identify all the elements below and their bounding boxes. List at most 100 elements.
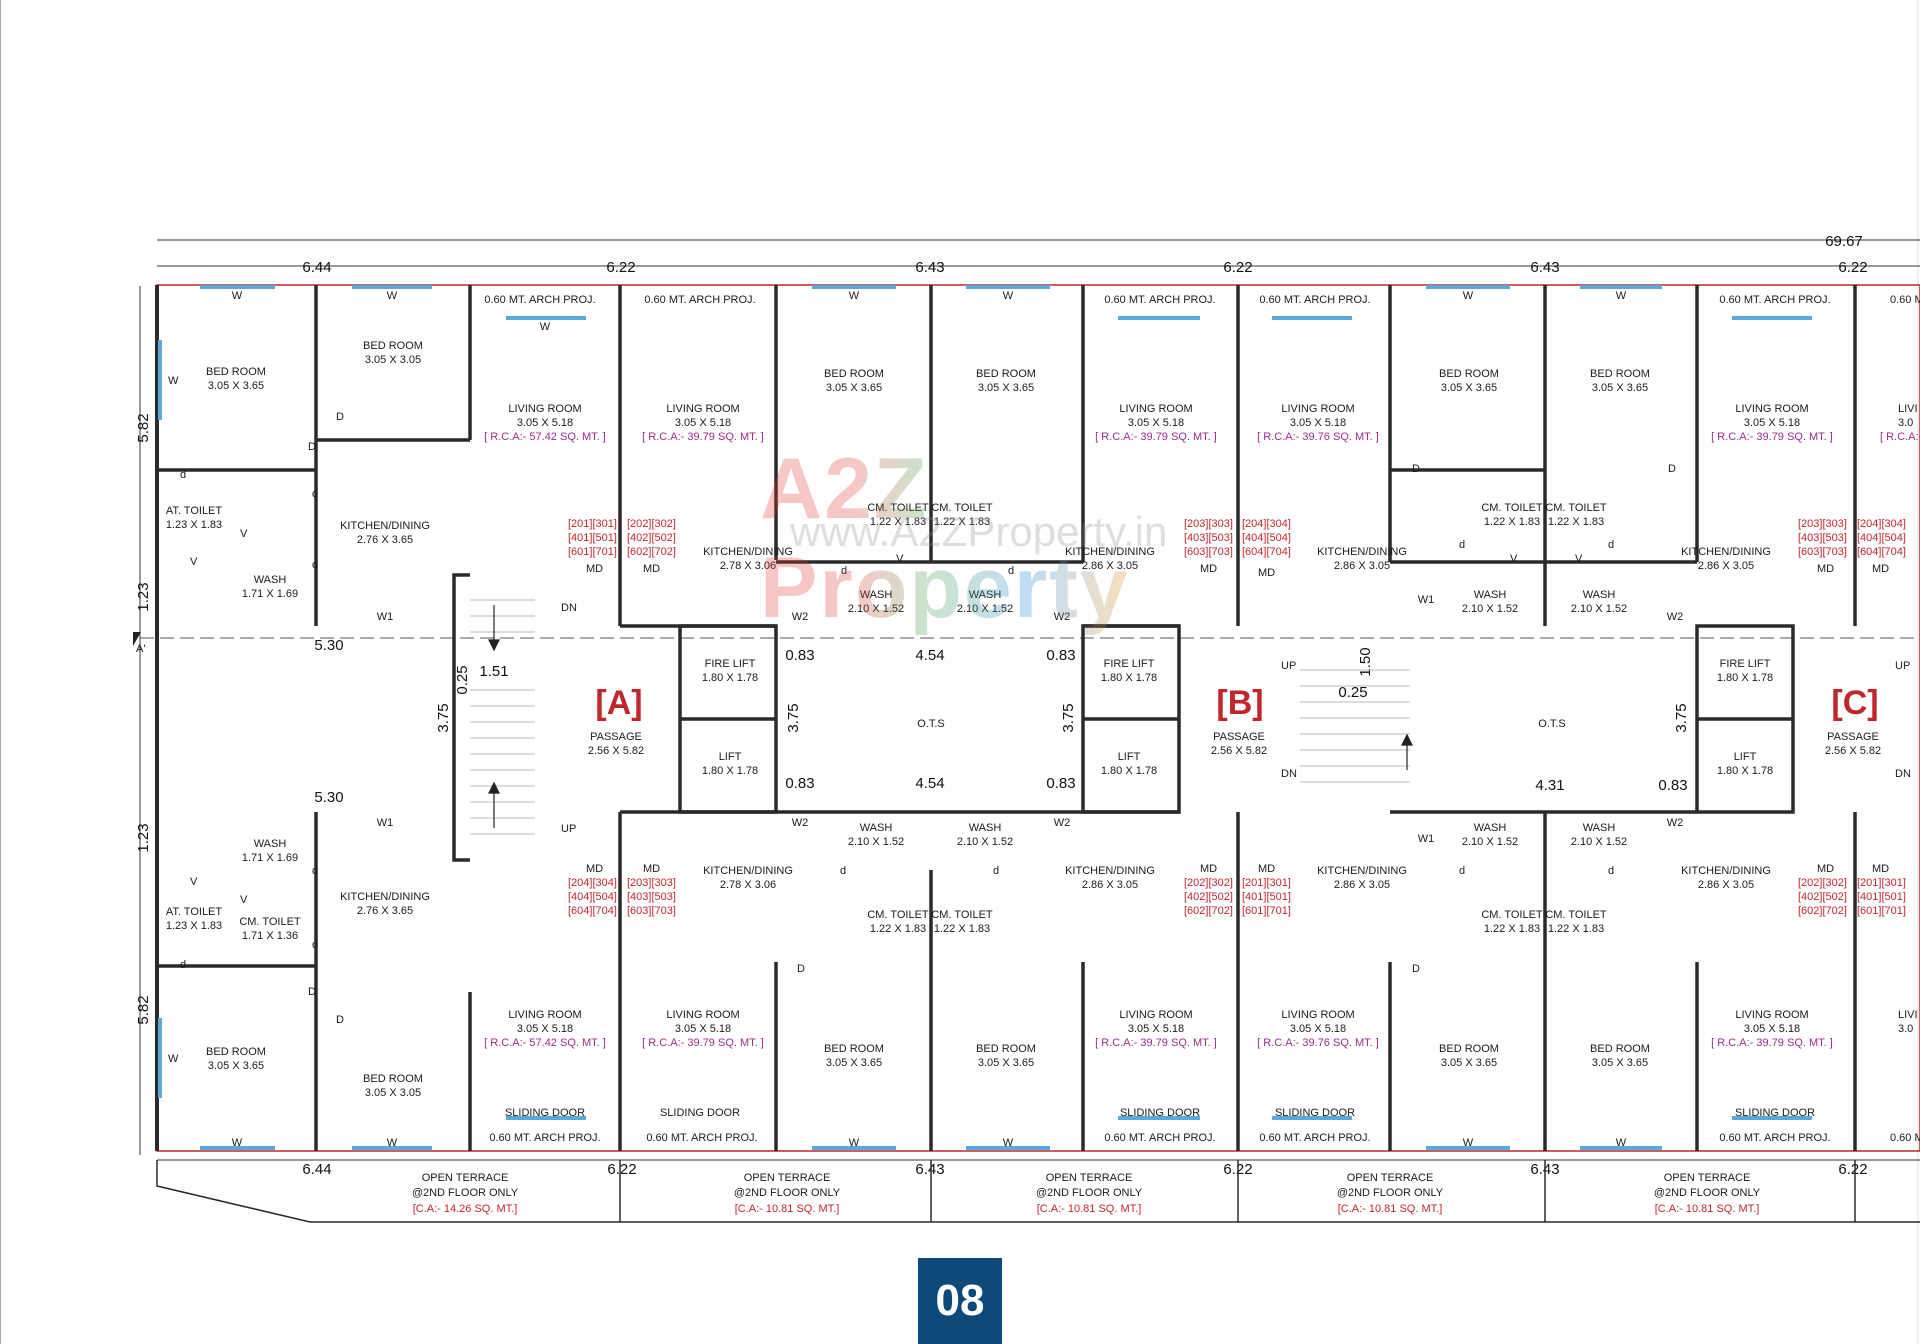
room-size: 1.22 X 1.83: [934, 516, 990, 528]
room-wash: WASH 2.10 X 1.52: [1571, 589, 1627, 615]
left-dim-top-offset: 1.23: [135, 582, 152, 611]
room-size: 2.10 X 1.52: [848, 836, 904, 848]
room-size: 3.05 X 3.65: [1441, 382, 1497, 394]
room-size: 1.80 X 1.78: [1101, 765, 1157, 777]
room-size: 1.22 X 1.83: [1548, 516, 1604, 528]
room-size: 3.05 X 3.65: [978, 382, 1034, 394]
top-dim-1: 6.44: [302, 259, 331, 276]
room-size: 2.76 X 3.65: [357, 905, 413, 917]
terrace-note: @2ND FLOOR ONLY: [412, 1187, 519, 1199]
room-living-room: LIVING ROOM 3.05 X 5.18 [ R.C.A:- 39.76 …: [1257, 403, 1379, 443]
unit-label-c: [C]: [1831, 684, 1878, 722]
ots-label: O.T.S: [1538, 718, 1566, 730]
flat-number: [604][704]: [568, 905, 617, 917]
flat-numbers-b2: [204][304] [404][504] [604][704]: [1242, 518, 1291, 558]
room-size: 2.10 X 1.52: [1462, 836, 1518, 848]
room-size: 3.05 X 3.65: [1592, 382, 1648, 394]
room-name: BED ROOM: [1590, 368, 1650, 380]
room-bed-room: BED ROOM 3.05 X 3.65: [1590, 1043, 1650, 1069]
room-cm-toilet: CM. TOILET 1.22 X 1.83: [1545, 502, 1607, 528]
room-name: WASH: [969, 822, 1002, 834]
room-name: FIRE LIFT: [705, 658, 756, 670]
room-size: 2.86 X 3.05: [1082, 560, 1138, 572]
room-size: 3.05 X 5.18: [1128, 417, 1184, 429]
flat-number: [602][702]: [1798, 905, 1847, 917]
room-name: WASH: [1474, 822, 1507, 834]
core-dim: 3.75: [1060, 703, 1077, 732]
door-tag-small: d: [312, 865, 318, 877]
terrace-area: [C.A:- 10.81 SQ. MT.]: [1338, 1203, 1443, 1215]
vent-tag: V: [896, 553, 904, 565]
stair-a: [470, 599, 535, 835]
room-name: PASSAGE: [1827, 731, 1879, 743]
room-size: 3.05 X 3.05: [365, 1087, 421, 1099]
flat-number: [402][502]: [1798, 891, 1847, 903]
window-tag: W: [1616, 1137, 1627, 1149]
room-size: 1.71 X 1.36: [242, 930, 298, 942]
room-name: KITCHEN/DINING: [340, 891, 430, 903]
room-name: LIVING ROOM: [508, 403, 581, 415]
main-door-tag: MD: [1200, 863, 1217, 875]
room-size: 1.71 X 1.69: [242, 852, 298, 864]
flat-number: [603][703]: [1798, 546, 1847, 558]
window-tag-w2: W2: [792, 817, 809, 829]
window-tag: W: [1003, 290, 1014, 302]
flat-number: [601][701]: [1857, 905, 1906, 917]
room-fire-lift: FIRE LIFT 1.80 X 1.78: [702, 658, 758, 684]
span-dim-top: 5.30: [314, 637, 343, 654]
rca-area: [ R.C.A:- 39.79 SQ. MT. ]: [1711, 1037, 1833, 1049]
room-name: BED ROOM: [976, 368, 1036, 380]
stair-direction: UP: [561, 823, 576, 835]
room-size: 3.0: [1898, 1023, 1913, 1035]
room-size: 3.05 X 5.18: [1744, 417, 1800, 429]
main-door-tag: MD: [586, 563, 603, 575]
room-fire-lift: FIRE LIFT 1.80 X 1.78: [1717, 658, 1773, 684]
room-name: WASH: [1474, 589, 1507, 601]
door-tag: D: [1412, 963, 1420, 975]
window-tag: W: [1616, 290, 1627, 302]
vent-tag: V: [1510, 553, 1518, 565]
room-size: 3.0: [1898, 417, 1913, 429]
room-living-room-partial: LIVI 3.0: [1898, 1009, 1918, 1035]
room-living-room: LIVING ROOM 3.05 X 5.18 [ R.C.A:- 57.42 …: [484, 1009, 606, 1049]
room-name: LIVING ROOM: [1735, 403, 1808, 415]
room-kitchen-dining: KITCHEN/DINING 2.86 X 3.05: [1681, 546, 1771, 572]
room-size: 1.80 X 1.78: [1717, 765, 1773, 777]
room-size: 2.76 X 3.65: [357, 534, 413, 546]
vent-tag: V: [240, 528, 248, 540]
door-tag-small: d: [1608, 539, 1614, 551]
room-living-room: LIVING ROOM 3.05 X 5.18 [ R.C.A:- 39.79 …: [1095, 403, 1217, 443]
room-name: BED ROOM: [363, 340, 423, 352]
core-dim: 0.83: [1046, 647, 1075, 664]
door-tag-small: d: [1459, 865, 1465, 877]
window-tag: W: [232, 290, 243, 302]
door-tag: D: [308, 441, 316, 453]
room-living-room: LIVING ROOM 3.05 X 5.18 [ R.C.A:- 39.79 …: [1095, 1009, 1217, 1049]
stair-height-dim: 3.75: [435, 703, 452, 732]
terrace-area: [C.A:- 14.26 SQ. MT.]: [413, 1203, 518, 1215]
overall-dimension: 69.67: [1825, 233, 1863, 250]
flat-numbers-c2: [204][304] [404][504] [604][704]: [1857, 518, 1906, 558]
room-size: 3.05 X 3.65: [208, 1060, 264, 1072]
vent-tag: V: [190, 556, 198, 568]
unit-label-b: [B]: [1216, 684, 1263, 722]
room-size: 2.10 X 1.52: [1571, 836, 1627, 848]
room-kitchen-dining: KITCHEN/DINING 2.86 X 3.05: [1065, 865, 1155, 891]
core-dim: 3.75: [785, 703, 802, 732]
flat-number: [401][501]: [1242, 891, 1291, 903]
room-name: PASSAGE: [1213, 731, 1265, 743]
flat-numbers-c1: [203][303] [403][503] [603][703]: [1798, 518, 1847, 558]
door-tag-small: d: [1608, 865, 1614, 877]
stair-arrows: [488, 605, 1413, 828]
room-size: 2.86 X 3.05: [1698, 560, 1754, 572]
rca-area: [ R.C.A:- 39.76 SQ. MT. ]: [1257, 1037, 1379, 1049]
stair-direction: UP: [1281, 660, 1296, 672]
terrace-note: @2ND FLOOR ONLY: [1654, 1187, 1761, 1199]
flat-numbers-a3: [204][304] [404][504] [604][704]: [568, 877, 617, 917]
terrace-outline: [156, 1160, 1920, 1223]
arch-proj-label: 0.60 MT. ARCH PROJ.: [1719, 1132, 1830, 1144]
room-name: CM. TOILET: [1481, 502, 1543, 514]
core-dim: 3.75: [1673, 703, 1690, 732]
main-door-tag: MD: [1200, 563, 1217, 575]
